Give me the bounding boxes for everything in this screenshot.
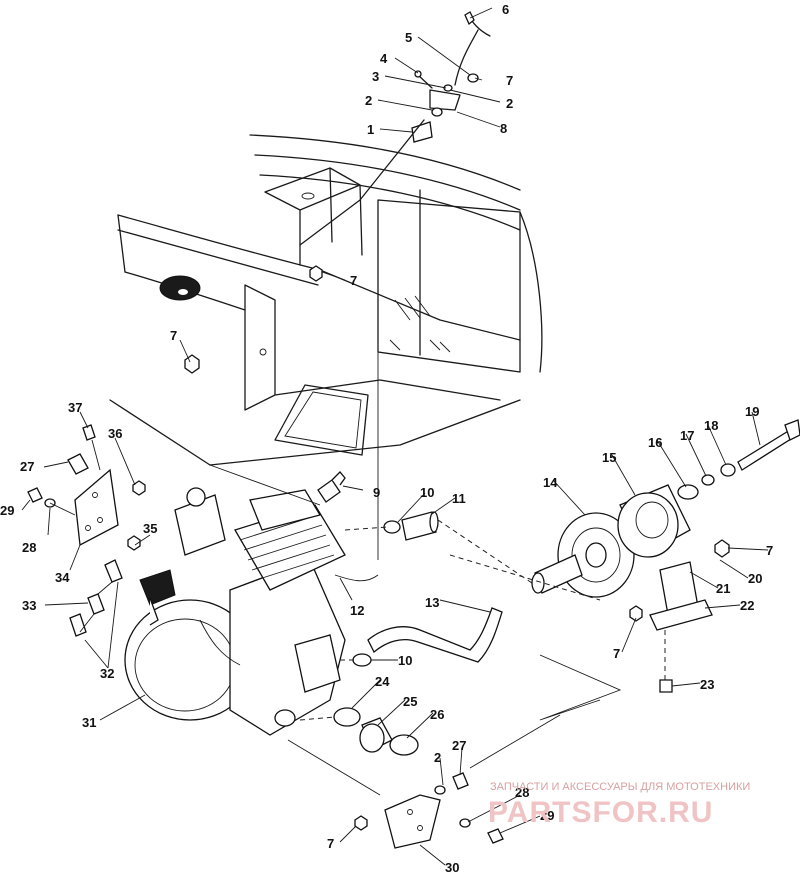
callout-29: 29 xyxy=(0,503,14,518)
hose-clamp xyxy=(352,653,372,667)
engine-mount-bracket xyxy=(27,424,146,547)
callout-25: 25 xyxy=(403,694,417,709)
callout-11: 11 xyxy=(452,491,466,506)
callout-28: 28 xyxy=(515,785,529,800)
callout-7: 7 xyxy=(766,543,773,558)
spark-plug xyxy=(317,471,346,503)
callout-2: 2 xyxy=(434,750,441,765)
callout-29: 29 xyxy=(540,808,554,823)
rear-mount-bracket xyxy=(354,772,504,849)
callout-27: 27 xyxy=(20,459,34,474)
support-bracket xyxy=(629,539,730,693)
callout-4: 4 xyxy=(380,51,388,66)
callout-5: 5 xyxy=(405,30,412,45)
frame-nut xyxy=(184,265,323,374)
callout-2: 2 xyxy=(506,96,513,111)
callout-31: 31 xyxy=(82,715,96,730)
callout-7: 7 xyxy=(170,328,177,343)
callout-26: 26 xyxy=(430,707,444,722)
callout-17: 17 xyxy=(680,428,694,443)
callout-13: 13 xyxy=(425,595,439,610)
watermark-tagline: ЗАПЧАСТИ И АКСЕССУАРЫ ДЛЯ МОТОТЕХНИКИ xyxy=(490,781,750,793)
callout-1: 1 xyxy=(367,122,374,137)
callout-33: 33 xyxy=(22,598,36,613)
leader-lines xyxy=(21,7,769,866)
callout-34: 34 xyxy=(55,570,70,585)
callout-30: 30 xyxy=(445,860,459,875)
callout-7: 7 xyxy=(506,73,513,88)
fuel-filter xyxy=(69,535,141,637)
callout-10: 10 xyxy=(398,653,412,668)
drive-clutch xyxy=(531,419,800,598)
watermark-brand: PARTSFOR.RU xyxy=(488,796,713,829)
intake-sleeve xyxy=(383,511,439,541)
callout-24: 24 xyxy=(375,674,390,689)
callout-20: 20 xyxy=(748,571,762,586)
callout-36: 36 xyxy=(108,426,122,441)
engine-assembly xyxy=(124,487,379,736)
callout-14: 14 xyxy=(543,475,558,490)
callout-12: 12 xyxy=(350,603,364,618)
callout-35: 35 xyxy=(143,521,157,536)
callout-6: 6 xyxy=(502,2,509,17)
callout-18: 18 xyxy=(704,418,718,433)
coolant-hose xyxy=(367,607,503,663)
callout-28: 28 xyxy=(22,540,36,555)
callout-15: 15 xyxy=(602,450,616,465)
callout-16: 16 xyxy=(648,435,662,450)
callout-2: 2 xyxy=(365,93,372,108)
callout-22: 22 xyxy=(740,598,754,613)
assembly-guide-lines xyxy=(209,352,622,796)
callout-19: 19 xyxy=(745,404,759,419)
watermark: ЗАПЧАСТИ И АКСЕССУАРЫ ДЛЯ МОТОТЕХНИКИ PA… xyxy=(488,781,750,829)
callout-27: 27 xyxy=(452,738,466,753)
callout-21: 21 xyxy=(716,581,730,596)
callout-8: 8 xyxy=(500,121,507,136)
callout-37: 37 xyxy=(68,400,82,415)
callout-3: 3 xyxy=(372,69,379,84)
callout-labels: 6 5 4 7 3 2 2 8 1 7 7 37 36 27 29 28 34 … xyxy=(0,2,773,875)
callout-10: 10 xyxy=(420,485,434,500)
callout-7: 7 xyxy=(350,273,357,288)
callout-23: 23 xyxy=(700,677,714,692)
throttle-linkage xyxy=(299,11,491,246)
callout-32: 32 xyxy=(100,666,114,681)
callout-7: 7 xyxy=(327,836,334,851)
chassis-frame xyxy=(109,134,543,466)
exhaust-coupler xyxy=(333,707,419,756)
callout-7: 7 xyxy=(613,646,620,661)
callout-9: 9 xyxy=(373,485,380,500)
